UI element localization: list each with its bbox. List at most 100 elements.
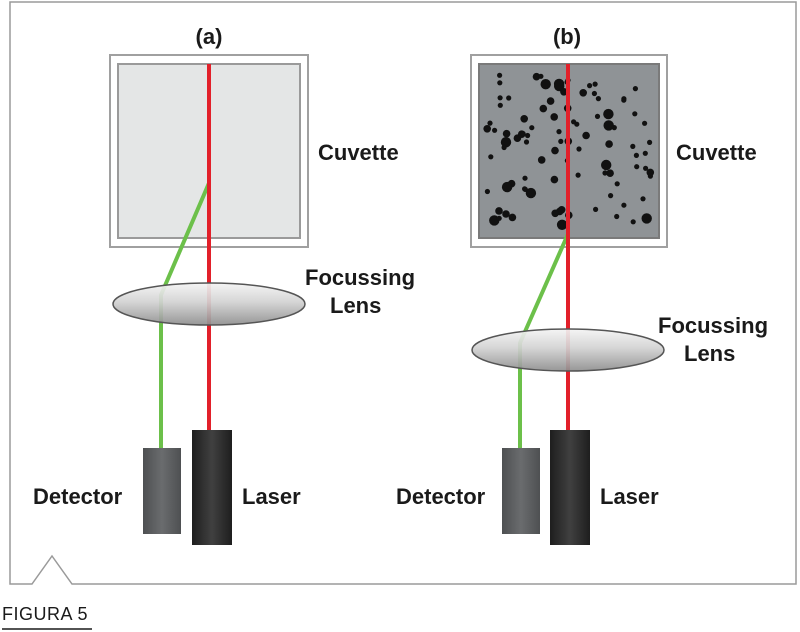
particle	[523, 139, 530, 145]
particle	[579, 89, 587, 97]
particle	[608, 193, 614, 199]
particle	[488, 154, 494, 160]
panel-b-cuvette-label: Cuvette	[676, 140, 757, 165]
particle	[641, 213, 652, 224]
particle	[582, 131, 590, 140]
particle	[520, 115, 528, 123]
particle	[553, 78, 565, 90]
particle	[642, 120, 648, 126]
particle	[532, 72, 541, 81]
particle	[571, 119, 577, 125]
particle	[495, 207, 503, 215]
particle	[487, 120, 493, 126]
panel-b-laser	[550, 430, 590, 545]
panel-a-focussing-lens	[112, 282, 306, 326]
particle	[551, 209, 559, 218]
particle	[497, 80, 503, 86]
particle	[575, 172, 581, 178]
particle	[551, 146, 559, 155]
particle	[640, 196, 646, 202]
particle	[602, 170, 608, 176]
particle	[484, 188, 490, 195]
panel-a-detector	[143, 448, 181, 534]
particle	[492, 127, 498, 133]
particle	[591, 90, 598, 97]
particle	[502, 210, 510, 218]
panel-b: (b) Cuvette Focussing Lens Detector Lase…	[396, 24, 768, 545]
panel-a-laser-label: Laser	[242, 484, 301, 509]
particle	[603, 108, 614, 120]
panel-a-cuvette-label: Cuvette	[318, 140, 399, 165]
particle	[601, 159, 612, 171]
panel-a-lens-label-2: Lens	[330, 293, 381, 318]
particle	[633, 152, 640, 158]
particle	[529, 125, 535, 131]
particle	[614, 181, 620, 187]
particle	[595, 96, 602, 102]
particle	[634, 164, 640, 170]
particle	[497, 72, 503, 78]
particle	[647, 139, 653, 145]
particle	[539, 104, 548, 113]
particle	[643, 165, 649, 171]
particle	[587, 83, 593, 89]
particle	[558, 138, 564, 144]
particle	[537, 156, 546, 164]
particle	[621, 97, 627, 103]
particle	[501, 144, 507, 151]
panel-a-laser	[192, 430, 232, 545]
panel-a: (a) Cuvette Focussing Lens Detector Lase…	[33, 24, 415, 545]
particle	[522, 186, 528, 192]
particle	[550, 175, 559, 184]
particle	[497, 95, 503, 101]
particle	[630, 143, 636, 149]
particle	[556, 219, 568, 230]
panel-a-tag: (a)	[196, 24, 223, 49]
particle	[593, 206, 599, 212]
panel-b-focussing-lens	[471, 328, 665, 372]
panel-b-lens-label-2: Lens	[684, 341, 735, 366]
particle	[546, 97, 555, 105]
particle	[606, 169, 614, 177]
figure-frame	[9, 1, 797, 585]
particle	[497, 102, 503, 108]
panel-b-particles	[483, 72, 655, 230]
particle	[508, 213, 517, 222]
particle	[605, 140, 613, 148]
panel-b-tag: (b)	[553, 24, 581, 49]
particle	[592, 81, 598, 87]
panel-a-detector-label: Detector	[33, 484, 123, 509]
particle	[496, 215, 502, 221]
particle	[502, 129, 511, 138]
particle	[614, 213, 620, 220]
particle	[603, 120, 614, 131]
panel-b-laser-label: Laser	[600, 484, 659, 509]
particle	[621, 202, 627, 208]
panel-b-lens-label-1: Focussing	[658, 313, 768, 338]
particle	[525, 132, 531, 139]
particle	[500, 137, 512, 148]
panel-b-detector	[502, 448, 540, 534]
particle	[576, 146, 582, 152]
particle	[506, 95, 512, 101]
particle	[560, 88, 568, 96]
particle	[550, 113, 558, 121]
particle	[501, 181, 513, 193]
particle	[642, 150, 648, 156]
panel-a-lens-label-1: Focussing	[305, 265, 415, 290]
particle	[556, 129, 562, 135]
particle	[525, 187, 537, 199]
particle	[540, 79, 551, 90]
particle	[630, 219, 636, 225]
particle	[483, 125, 492, 133]
particle	[522, 175, 528, 181]
particle	[647, 173, 654, 179]
figure-caption: FIGURA 5	[2, 604, 88, 624]
particle	[520, 131, 526, 137]
particle	[632, 86, 639, 92]
particle	[538, 73, 544, 79]
panel-b-detector-label: Detector	[396, 484, 486, 509]
particle	[594, 113, 601, 119]
particle	[632, 111, 638, 117]
